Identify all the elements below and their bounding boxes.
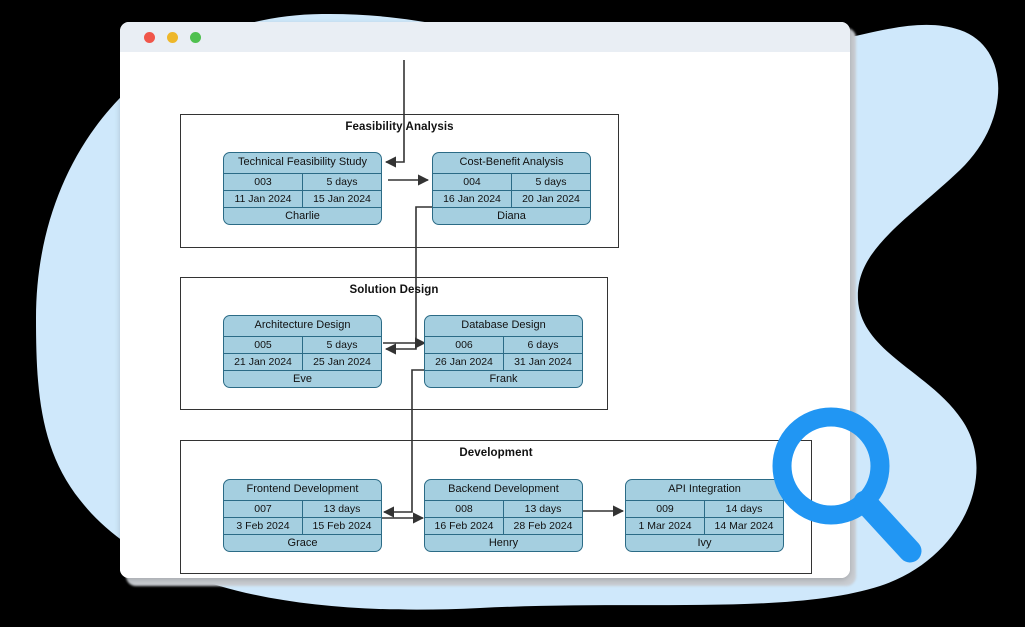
task-card-technical-feasibility-study[interactable]: Technical Feasibility Study 003 5 days 1…: [223, 152, 382, 225]
task-id: 008: [455, 503, 473, 515]
task-id: 005: [254, 339, 272, 351]
task-end-date: 15 Jan 2024: [302, 191, 381, 207]
task-id: 003: [254, 176, 272, 188]
task-name: Cost-Benefit Analysis: [459, 156, 564, 168]
diagram-canvas[interactable]: Feasibility Analysis Technical Feasibili…: [120, 52, 850, 578]
task-id: 007: [254, 503, 272, 515]
task-duration: 13 days: [302, 501, 381, 517]
app-window: Feasibility Analysis Technical Feasibili…: [120, 22, 850, 578]
task-owner: Charlie: [285, 210, 320, 222]
maximize-window-button[interactable]: [190, 32, 201, 43]
task-duration: 6 days: [503, 337, 582, 353]
task-start-date: 3 Feb 2024: [236, 520, 290, 532]
task-start-date: 16 Feb 2024: [434, 520, 494, 532]
task-duration: 5 days: [302, 337, 381, 353]
task-card-api-integration[interactable]: API Integration 009 14 days 1 Mar 2024 1…: [625, 479, 784, 552]
task-owner: Henry: [488, 537, 519, 549]
task-id: 004: [463, 176, 481, 188]
task-owner: Frank: [489, 373, 518, 385]
close-window-button[interactable]: [144, 32, 155, 43]
task-end-date: 15 Feb 2024: [302, 518, 381, 534]
group-solution-design[interactable]: Solution Design: [180, 277, 608, 410]
task-duration: 5 days: [511, 174, 590, 190]
task-id: 009: [656, 503, 674, 515]
task-end-date: 31 Jan 2024: [503, 354, 582, 370]
minimize-window-button[interactable]: [167, 32, 178, 43]
task-start-date: 11 Jan 2024: [234, 193, 292, 205]
task-name: API Integration: [668, 483, 741, 495]
magnifying-glass-icon[interactable]: [767, 404, 937, 584]
task-start-date: 26 Jan 2024: [435, 356, 493, 368]
task-name: Backend Development: [448, 483, 559, 495]
task-card-frontend-development[interactable]: Frontend Development 007 13 days 3 Feb 2…: [223, 479, 382, 552]
task-name: Technical Feasibility Study: [237, 156, 367, 168]
task-end-date: 28 Feb 2024: [503, 518, 582, 534]
task-duration: 5 days: [302, 174, 381, 190]
task-owner: Grace: [287, 537, 318, 549]
task-duration: 13 days: [503, 501, 582, 517]
task-start-date: 1 Mar 2024: [638, 520, 692, 532]
task-owner: Ivy: [697, 537, 712, 549]
task-name: Frontend Development: [246, 483, 359, 495]
group-title: Development: [459, 447, 533, 459]
task-start-date: 21 Jan 2024: [234, 356, 292, 368]
task-card-cost-benefit-analysis[interactable]: Cost-Benefit Analysis 004 5 days 16 Jan …: [432, 152, 591, 225]
task-id: 006: [455, 339, 473, 351]
task-start-date: 16 Jan 2024: [443, 193, 501, 205]
task-name: Architecture Design: [254, 319, 351, 331]
task-owner: Eve: [293, 373, 312, 385]
group-feasibility-analysis[interactable]: Feasibility Analysis: [180, 114, 619, 248]
group-title: Solution Design: [349, 284, 439, 296]
task-card-database-design[interactable]: Database Design 006 6 days 26 Jan 2024 3…: [424, 315, 583, 388]
window-titlebar: [120, 22, 850, 53]
task-duration: 14 days: [704, 501, 783, 517]
task-card-architecture-design[interactable]: Architecture Design 005 5 days 21 Jan 20…: [223, 315, 382, 388]
task-card-backend-development[interactable]: Backend Development 008 13 days 16 Feb 2…: [424, 479, 583, 552]
task-name: Database Design: [461, 319, 546, 331]
group-title: Feasibility Analysis: [345, 121, 454, 133]
task-end-date: 14 Mar 2024: [704, 518, 783, 534]
task-end-date: 25 Jan 2024: [302, 354, 381, 370]
task-owner: Diana: [497, 210, 526, 222]
task-end-date: 20 Jan 2024: [511, 191, 590, 207]
